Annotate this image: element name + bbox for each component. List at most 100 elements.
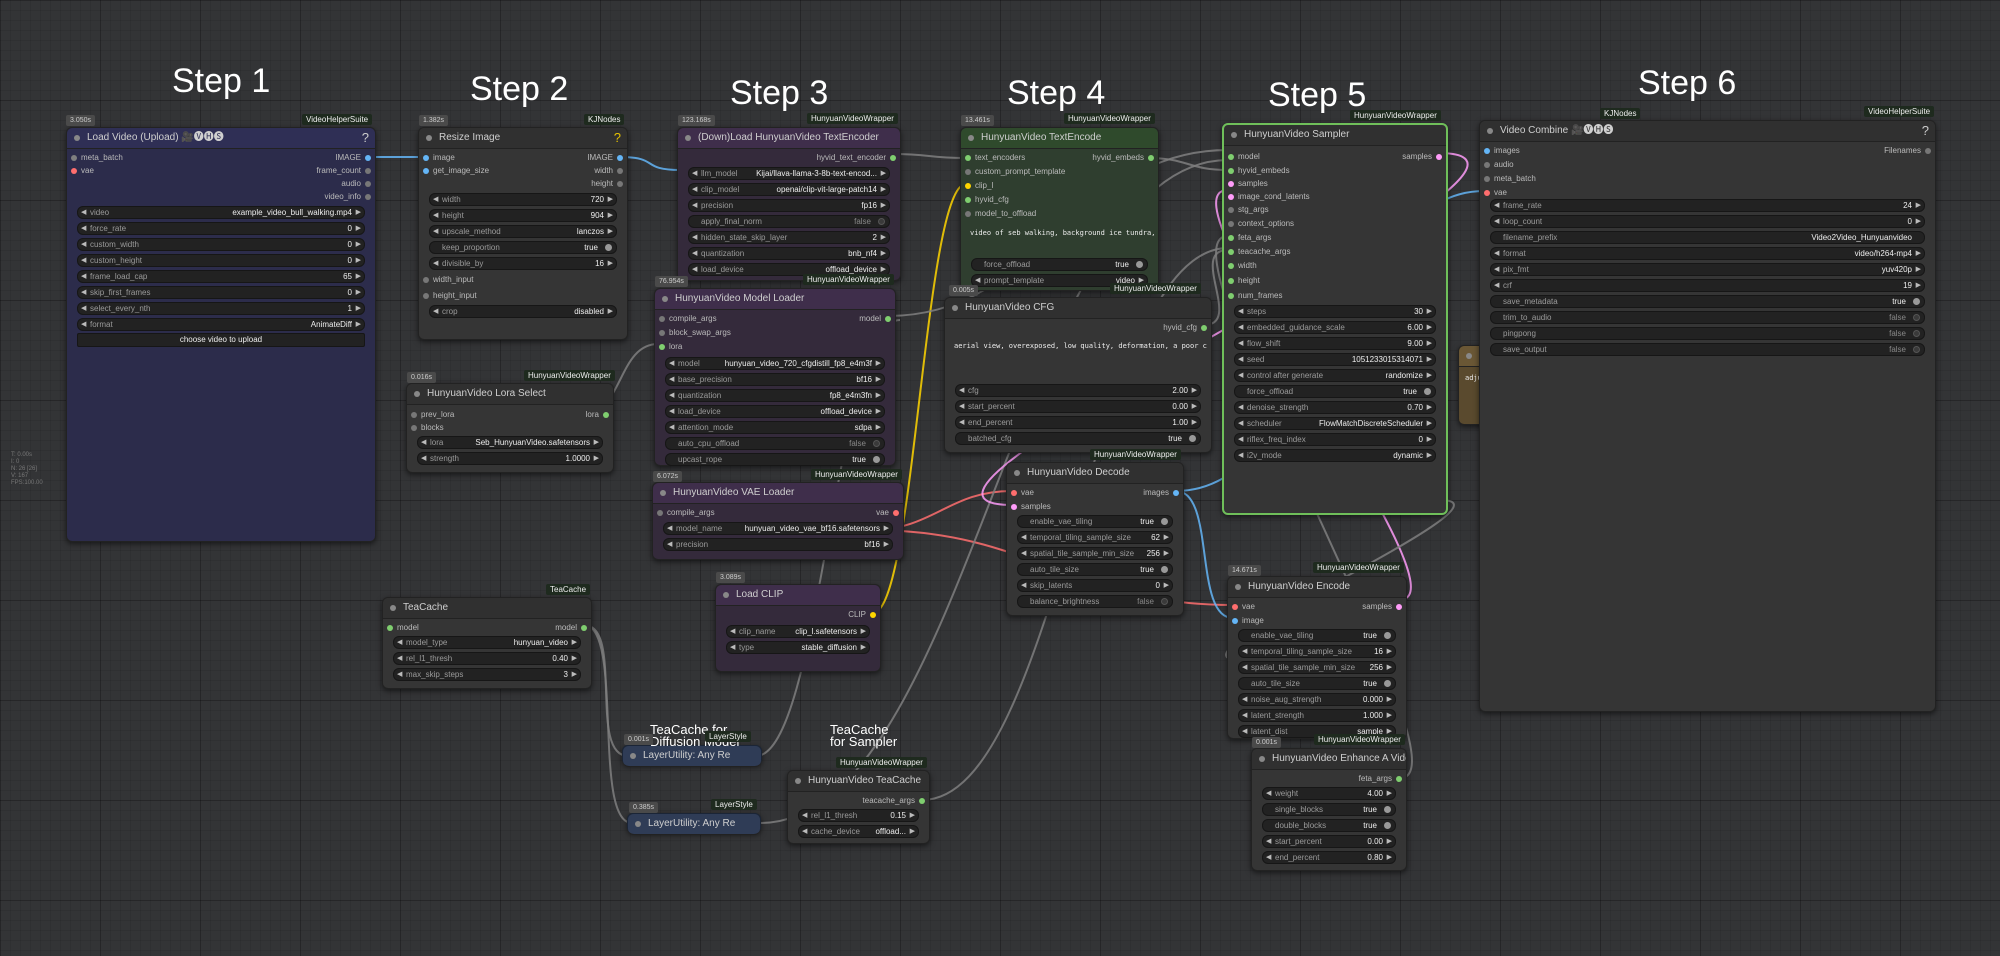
input-lora[interactable]: lora bbox=[659, 341, 682, 353]
input-width[interactable]: width_input bbox=[423, 274, 473, 286]
input-block-swap-args[interactable]: block_swap_args bbox=[659, 327, 731, 339]
any2-node[interactable]: LayerUtility: Any Re bbox=[627, 813, 761, 835]
input-compile-args[interactable]: compile_args bbox=[657, 507, 715, 519]
sampler-title[interactable]: HunyuanVideo Sampler bbox=[1224, 125, 1446, 146]
lora-select-title[interactable]: HunyuanVideo Lora Select bbox=[407, 384, 613, 405]
help-icon[interactable]: ? bbox=[1921, 123, 1929, 138]
text-encoder-loader-node[interactable]: (Down)Load HunyuanVideo TextEncoder hyvi… bbox=[677, 127, 901, 281]
model-loader-node[interactable]: HunyuanVideo Model Loader compile_args b… bbox=[654, 288, 896, 466]
input-stg-args[interactable]: stg_args bbox=[1228, 204, 1269, 216]
input-images[interactable]: images bbox=[1484, 145, 1520, 157]
output-samples[interactable]: samples bbox=[1362, 601, 1402, 613]
text-encode-node[interactable]: HunyuanVideo TextEncode text_encoders cu… bbox=[960, 127, 1159, 291]
video-combine-node[interactable]: Video Combine 🎥🅥🅗🅢 ? images audio meta_b… bbox=[1479, 120, 1936, 712]
output-width[interactable]: width bbox=[594, 165, 623, 177]
output-images[interactable]: images bbox=[1143, 487, 1179, 499]
negative-prompt-textarea[interactable]: aerial view, overexposed, low quality, d… bbox=[954, 342, 1207, 350]
input-model[interactable]: model bbox=[1228, 151, 1260, 163]
model-loader-title[interactable]: HunyuanVideo Model Loader bbox=[655, 289, 895, 310]
input-compile-args[interactable]: compile_args bbox=[659, 313, 717, 325]
help-icon[interactable]: ? bbox=[361, 130, 369, 145]
choose-video-button[interactable]: choose video to upload bbox=[77, 333, 365, 347]
resize-image-node[interactable]: Resize Image ? image get_image_size IMAG… bbox=[418, 127, 628, 340]
input-meta-batch[interactable]: meta_batch bbox=[71, 152, 123, 164]
output-hyvid-embeds[interactable]: hyvid_embeds bbox=[1092, 152, 1154, 164]
input-image-cond-latents[interactable]: image_cond_latents bbox=[1228, 191, 1310, 203]
input-meta-batch[interactable]: meta_batch bbox=[1484, 173, 1536, 185]
output-feta-args[interactable]: feta_args bbox=[1359, 773, 1403, 785]
teacache-title[interactable]: TeaCache bbox=[383, 598, 591, 619]
input-clip-l[interactable]: clip_l bbox=[965, 180, 993, 192]
output-vae[interactable]: vae bbox=[876, 507, 899, 519]
enhance-title[interactable]: HunyuanVideo Enhance A Video bbox=[1252, 749, 1406, 770]
input-hyvid-embeds[interactable]: hyvid_embeds bbox=[1228, 165, 1290, 177]
output-model[interactable]: model bbox=[555, 622, 587, 634]
input-width[interactable]: width bbox=[1228, 260, 1257, 272]
input-context-options[interactable]: context_options bbox=[1228, 218, 1294, 230]
any1-title[interactable]: LayerUtility: Any Re bbox=[623, 746, 761, 767]
video-teacache-node[interactable]: HunyuanVideo TeaCache teacache_args ◀rel… bbox=[787, 770, 930, 844]
input-blocks[interactable]: blocks bbox=[411, 422, 444, 434]
input-height[interactable]: height bbox=[1228, 275, 1260, 287]
text-encode-title[interactable]: HunyuanVideo TextEncode bbox=[961, 128, 1158, 149]
vae-loader-title[interactable]: HunyuanVideo VAE Loader bbox=[653, 483, 903, 504]
output-video-info[interactable]: video_info bbox=[325, 191, 372, 203]
input-samples[interactable]: samples bbox=[1011, 501, 1051, 513]
input-vae[interactable]: vae bbox=[71, 165, 94, 177]
prompt-textarea[interactable]: video of seb walking, background ice tun… bbox=[970, 229, 1154, 237]
output-hyvid-text-encoder[interactable]: hyvid_text_encoder bbox=[817, 152, 897, 164]
cfg-node[interactable]: HunyuanVideo CFG hyvid_cfg aerial view, … bbox=[944, 297, 1212, 453]
input-image[interactable]: image bbox=[423, 152, 455, 164]
input-vae[interactable]: vae bbox=[1011, 487, 1034, 499]
input-model[interactable]: model bbox=[387, 622, 419, 634]
input-height[interactable]: height_input bbox=[423, 290, 477, 302]
output-teacache-args[interactable]: teacache_args bbox=[863, 795, 926, 807]
input-text-encoders[interactable]: text_encoders bbox=[965, 152, 1025, 164]
output-model[interactable]: model bbox=[859, 313, 891, 325]
output-clip[interactable]: CLIP bbox=[848, 609, 876, 621]
